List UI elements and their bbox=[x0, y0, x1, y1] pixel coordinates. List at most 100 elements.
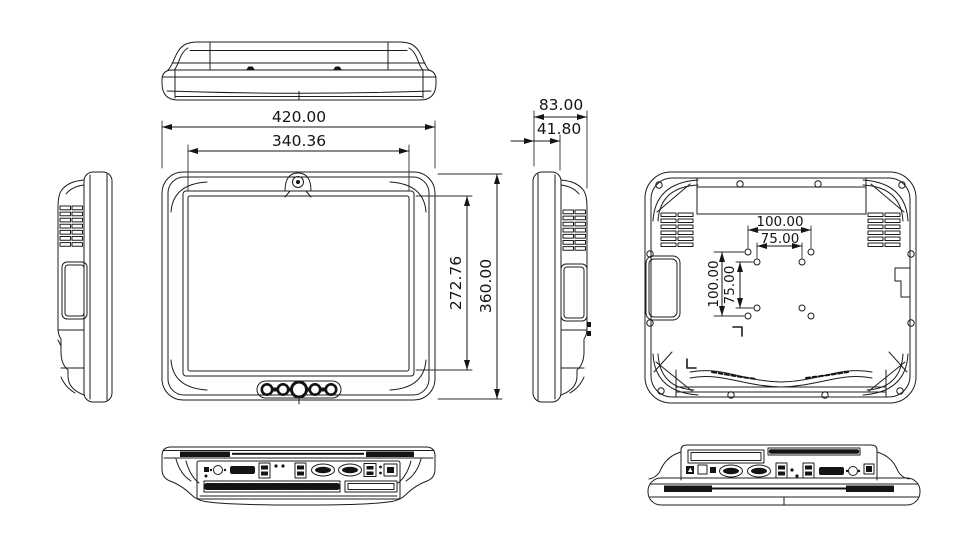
dim-text-vesa-v-inner: 75.00 bbox=[722, 266, 738, 305]
dim-overall-depth: 83.00 bbox=[533, 96, 588, 189]
dim-vesa-v-inner: 75.00 bbox=[722, 261, 754, 309]
ethernet-port[interactable] bbox=[383, 463, 398, 477]
dim-text-vesa-h-outer: 100.00 bbox=[756, 214, 803, 230]
dc-jack[interactable] bbox=[213, 465, 223, 475]
rear-outer-case bbox=[644, 171, 917, 404]
webcam-lens bbox=[292, 176, 304, 188]
expansion-slot-right[interactable] bbox=[344, 480, 398, 493]
usb-stack-1[interactable] bbox=[258, 462, 271, 479]
rear-grip-left bbox=[664, 485, 712, 492]
serial-port-2[interactable] bbox=[338, 463, 362, 477]
bottom-grip-right bbox=[366, 451, 414, 457]
left-rear-housing bbox=[57, 179, 85, 396]
front-view bbox=[161, 171, 436, 405]
webcam-base bbox=[284, 190, 312, 198]
bezel-corner-seams bbox=[170, 181, 427, 391]
usb-stack-2[interactable] bbox=[294, 462, 307, 479]
right-vent-slots bbox=[562, 209, 586, 251]
usb-stack-4[interactable] bbox=[802, 462, 815, 479]
rear-right-vent bbox=[867, 212, 901, 247]
right-rear-housing bbox=[560, 179, 588, 396]
rear-view bbox=[644, 171, 917, 404]
bottom-rear-center-block bbox=[680, 444, 878, 481]
right-bezel-slab bbox=[532, 171, 562, 403]
dim-display-width: 340.36 bbox=[187, 132, 410, 192]
usb-stack-3[interactable] bbox=[775, 462, 788, 479]
top-rear-housing-inner-curves bbox=[173, 47, 424, 71]
power-inlet[interactable] bbox=[863, 463, 875, 475]
bottom-grip-left bbox=[180, 451, 230, 457]
osd-button-3[interactable] bbox=[308, 382, 322, 396]
left-vent-slots bbox=[59, 205, 83, 247]
dim-text-display-width: 340.36 bbox=[272, 132, 326, 150]
left-housing-inner-curve bbox=[65, 184, 85, 195]
serial-port-4[interactable] bbox=[747, 464, 771, 478]
dc-jack-rear[interactable] bbox=[848, 466, 858, 476]
dim-front-depth: 41.80 bbox=[510, 120, 581, 171]
power-button[interactable] bbox=[290, 380, 308, 399]
dim-vesa-h-inner: 75.00 bbox=[756, 231, 803, 259]
dim-text-overall-height: 360.00 bbox=[477, 259, 495, 313]
rear-left-door-inner bbox=[648, 258, 678, 318]
rear-grip-right bbox=[846, 485, 894, 492]
dimension-annotations: 420.00 340.36 272.76 360.00 83.0 bbox=[161, 96, 812, 400]
io-recess bbox=[196, 460, 401, 500]
dvi-port-rear[interactable] bbox=[819, 467, 844, 475]
rear-corner-diagonals bbox=[653, 183, 908, 392]
left-side-view bbox=[57, 171, 113, 403]
dim-text-vesa-v-outer: 100.00 bbox=[706, 260, 722, 307]
webcam bbox=[284, 172, 312, 198]
left-access-door-inner bbox=[64, 264, 85, 317]
bottom-view-rear bbox=[647, 444, 921, 506]
serial-port-3[interactable] bbox=[719, 464, 743, 478]
webcam-dome bbox=[284, 172, 312, 192]
rear-wave-hatch bbox=[711, 371, 849, 380]
right-hinge-bumps bbox=[587, 322, 591, 336]
dvi-port[interactable] bbox=[230, 466, 255, 474]
screen bbox=[187, 195, 410, 372]
right-side-view bbox=[532, 171, 591, 403]
osd-button-1[interactable] bbox=[260, 382, 274, 396]
front-outer-case bbox=[161, 171, 436, 401]
dim-text-overall-width: 420.00 bbox=[272, 108, 326, 126]
top-screw-bumps bbox=[246, 66, 342, 70]
top-bezel-outline bbox=[161, 69, 437, 101]
bottom-rear-legs bbox=[648, 451, 910, 480]
orientation-marks bbox=[686, 326, 743, 369]
dim-overall-height: 360.00 bbox=[437, 173, 503, 400]
io-ports-rear bbox=[686, 462, 875, 479]
power-switch[interactable] bbox=[204, 467, 209, 472]
vesa-mount-holes bbox=[744, 248, 815, 320]
right-access-door bbox=[560, 263, 588, 322]
dim-text-overall-depth: 83.00 bbox=[539, 96, 583, 114]
vent-strip bbox=[767, 447, 861, 456]
front-inner-case bbox=[167, 176, 430, 396]
rear-right-notch bbox=[894, 267, 911, 298]
dim-display-height: 272.76 bbox=[415, 195, 473, 371]
top-rear-housing-outline bbox=[167, 41, 430, 71]
dim-text-vesa-h-inner: 75.00 bbox=[761, 231, 800, 247]
top-view bbox=[161, 41, 437, 101]
rear-screw-holes bbox=[646, 180, 915, 399]
bottom-view-front bbox=[161, 446, 436, 506]
rear-grip-center bbox=[712, 487, 846, 490]
dim-text-display-height: 272.76 bbox=[447, 256, 465, 310]
bottom-leg-curves bbox=[175, 458, 422, 484]
dim-overall-width: 420.00 bbox=[161, 108, 436, 169]
serial-port-1[interactable] bbox=[311, 463, 335, 477]
osd-button-4[interactable] bbox=[324, 382, 338, 396]
dim-vesa-v-outer: 100.00 bbox=[706, 251, 745, 317]
right-foot-curve bbox=[569, 376, 585, 394]
rear-left-door bbox=[645, 255, 681, 321]
left-bezel-slab bbox=[83, 171, 113, 403]
osd-button-2[interactable] bbox=[276, 382, 290, 396]
rear-corner-arcs bbox=[652, 179, 909, 396]
port-square[interactable] bbox=[697, 464, 708, 475]
stacked-jacks[interactable] bbox=[363, 463, 377, 477]
bottom-grip-center bbox=[232, 452, 364, 455]
dim-text-front-depth: 41.80 bbox=[537, 120, 581, 138]
left-access-door bbox=[61, 261, 88, 320]
webcam-lens-center bbox=[296, 180, 300, 184]
card-slot[interactable] bbox=[687, 449, 765, 464]
